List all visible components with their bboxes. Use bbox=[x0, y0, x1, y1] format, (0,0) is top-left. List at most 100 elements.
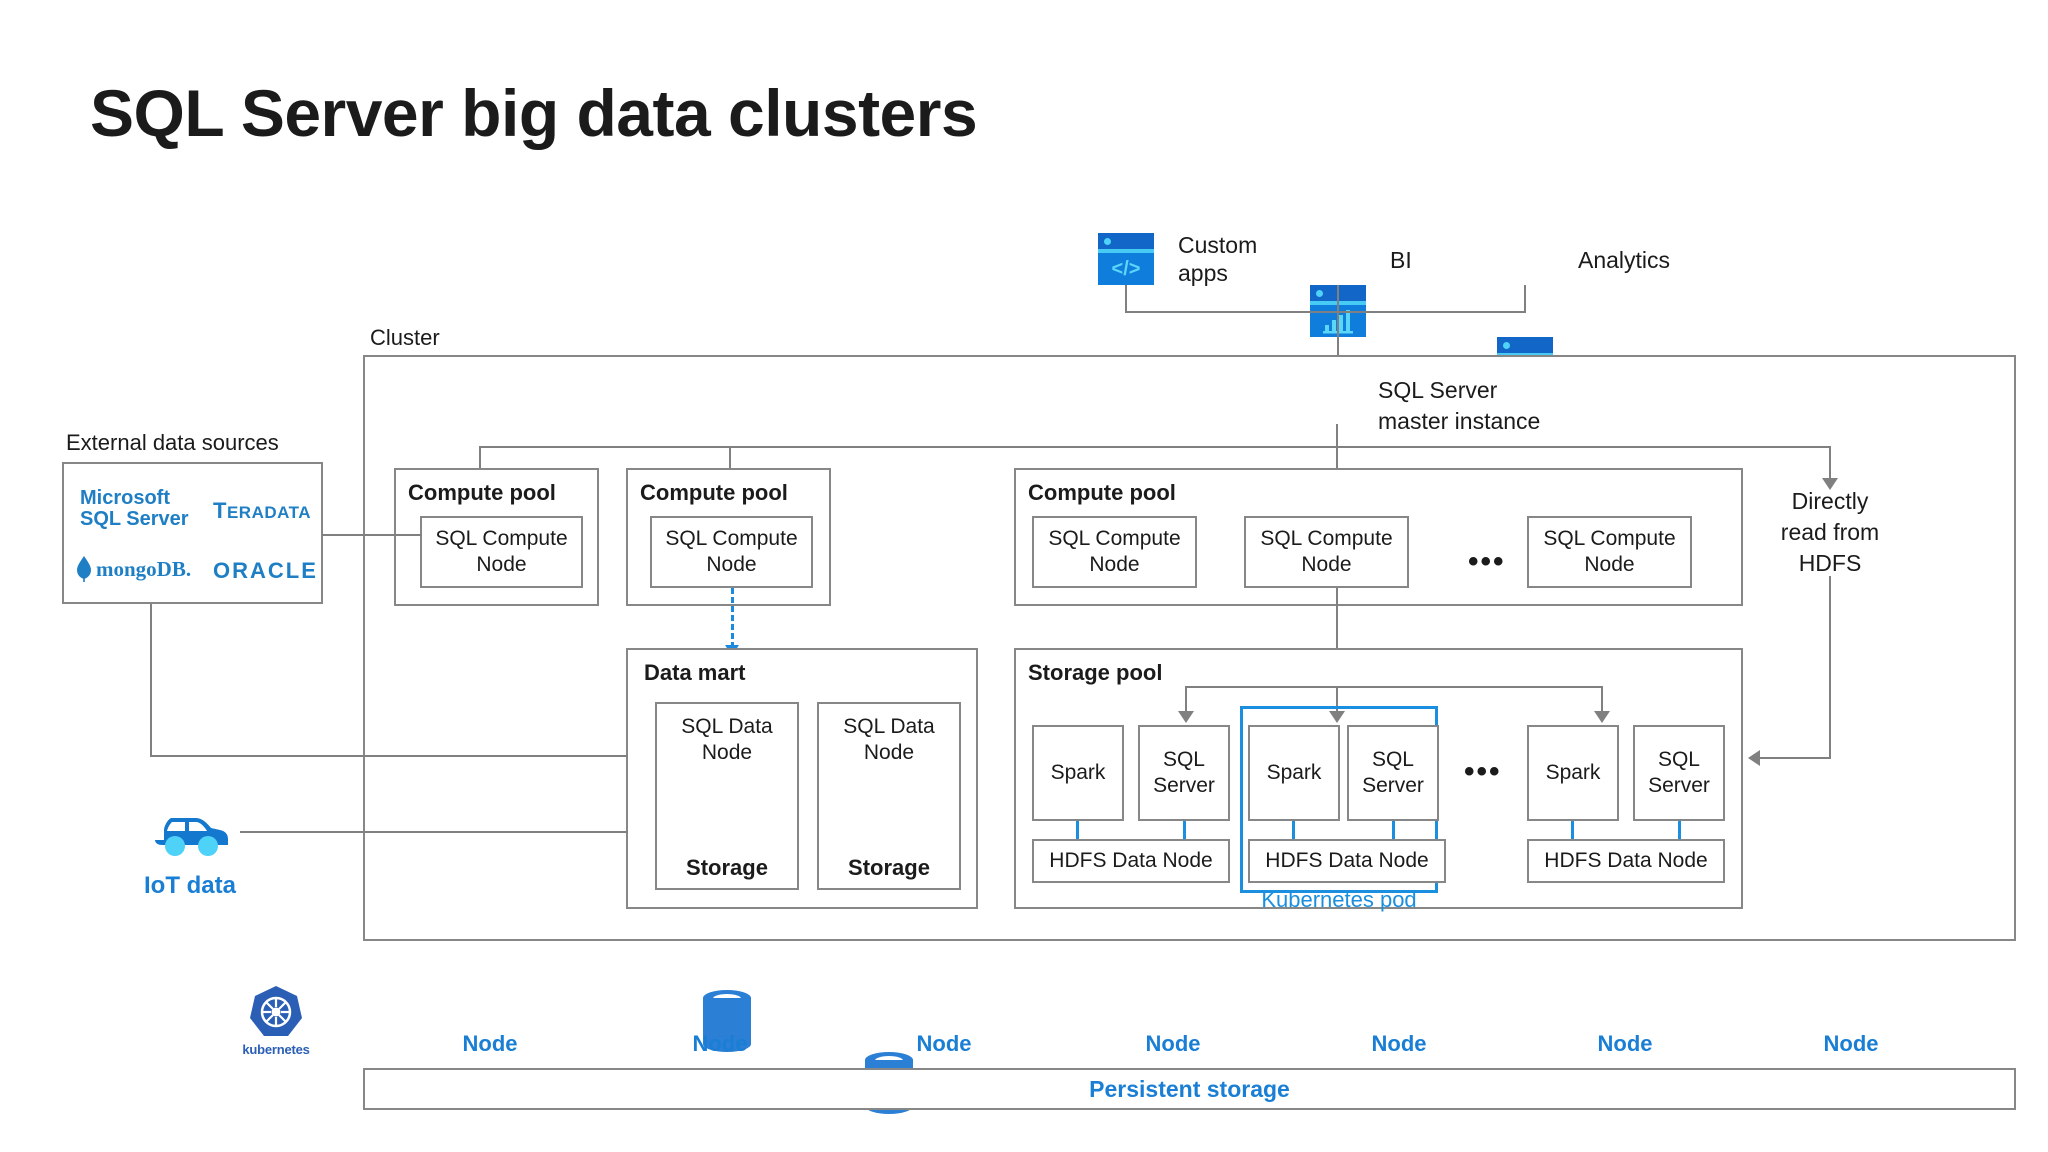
connector-spark1-hdfs1 bbox=[1076, 821, 1079, 840]
oracle-logo: ORACLE bbox=[213, 558, 318, 583]
compute-pool-1-label: Compute pool bbox=[408, 480, 556, 505]
hdfs-data-node-3[interactable]: HDFS Data Node bbox=[1527, 839, 1725, 883]
sql-data-node-2-label: SQL Data Node bbox=[817, 714, 961, 767]
compute-pool-3-node-1-label: SQL Compute Node bbox=[1048, 526, 1181, 576]
compute-pool-3-node-1[interactable]: SQL Compute Node bbox=[1032, 516, 1197, 588]
master-instance-line1: SQL Server bbox=[1378, 377, 1498, 403]
arrow-direct-read-to-storage bbox=[1748, 750, 1760, 766]
infra-node-label-3: Node bbox=[916, 1031, 972, 1056]
infra-node-label-4: Node bbox=[1145, 1031, 1201, 1056]
cluster-label: Cluster bbox=[370, 325, 440, 350]
compute-pool-3-node-3[interactable]: SQL Compute Node bbox=[1527, 516, 1692, 588]
connector-spark2-hdfs2 bbox=[1292, 821, 1295, 840]
external-data-sources[interactable] bbox=[62, 462, 323, 604]
connector-compute2-to-datamart bbox=[731, 588, 734, 648]
arrow-direct-read bbox=[1822, 478, 1838, 490]
bus-branch-compute-pool-3 bbox=[1336, 446, 1338, 482]
master-distribution-bus bbox=[479, 446, 1830, 448]
persistent-storage-label: Persistent storage bbox=[1089, 1075, 1290, 1102]
sql-server-node-3-label: SQL Server bbox=[1648, 747, 1710, 800]
hdfs-data-node-3-label: HDFS Data Node bbox=[1544, 848, 1708, 872]
storage-pool-bus bbox=[1185, 686, 1603, 688]
storage-bus-branch-3 bbox=[1601, 686, 1603, 714]
mongodb-leaf-icon bbox=[77, 556, 91, 582]
direct-read-line1: Directly bbox=[1791, 488, 1869, 514]
connector-bus-to-master bbox=[1337, 311, 1339, 366]
connector-direct-read-left bbox=[1760, 757, 1831, 759]
connector-direct-read-down bbox=[1829, 576, 1831, 758]
iot-data-label: IoT data bbox=[143, 872, 236, 899]
connector-iot-to-datamart bbox=[240, 831, 628, 833]
sql-server-node-3-line1: SQL bbox=[1657, 747, 1700, 771]
page-title: SQL Server big data clusters bbox=[90, 76, 978, 150]
sql-server-node-2-label: SQL Server bbox=[1362, 747, 1424, 800]
teradata-logo-initial: T bbox=[213, 498, 227, 523]
sql-server-node-2[interactable]: SQL Server bbox=[1347, 725, 1439, 821]
spark-node-2[interactable]: Spark bbox=[1248, 725, 1340, 821]
sql-server-node-3[interactable]: SQL Server bbox=[1633, 725, 1725, 821]
persistent-storage-bar[interactable]: Persistent storage bbox=[363, 1068, 2016, 1110]
compute-pool-3-node-3-label: SQL Compute Node bbox=[1543, 526, 1676, 576]
code-icon-glyph: </> bbox=[1111, 257, 1141, 280]
microsoft-sql-server-logo: Microsoft SQL Server bbox=[80, 488, 189, 530]
infra-node-label-5: Node bbox=[1371, 1031, 1427, 1056]
sql-data-node-1[interactable] bbox=[655, 702, 799, 890]
connector-spark3-hdfs3 bbox=[1571, 821, 1574, 840]
storage-cylinder-icon-1 bbox=[703, 990, 751, 1052]
connector-sqlserver1-hdfs1 bbox=[1183, 821, 1186, 840]
compute-pool-2-label: Compute pool bbox=[640, 480, 788, 505]
sql-server-node-1-line1: SQL bbox=[1162, 747, 1205, 771]
storage-bus-branch-2 bbox=[1336, 686, 1338, 714]
spark-node-1[interactable]: Spark bbox=[1032, 725, 1124, 821]
storage-pool-label: Storage pool bbox=[1028, 660, 1163, 685]
storage-pool-ellipsis: ••• bbox=[1464, 755, 1502, 788]
connector-bi-down bbox=[1337, 285, 1339, 313]
connector-sqlserver2-hdfs2 bbox=[1392, 821, 1395, 840]
consumer-label-custom-apps: Custom apps bbox=[1178, 232, 1258, 286]
compute-pool-2-node-label: SQL Compute Node bbox=[665, 526, 798, 576]
kubernetes-label: kubernetes bbox=[242, 1042, 310, 1057]
kubernetes-logo bbox=[248, 984, 304, 1045]
connector-external-down bbox=[150, 604, 152, 757]
arrow-storage-group-1 bbox=[1178, 711, 1194, 723]
code-icon: </> bbox=[1098, 233, 1154, 285]
microsoft-sql-server-logo-line1: Microsoft bbox=[80, 487, 170, 509]
infra-node-label-6: Node bbox=[1597, 1031, 1653, 1056]
teradata-logo-rest: ERADATA bbox=[226, 503, 312, 522]
compute-pool-1-node-label: SQL Compute Node bbox=[435, 526, 568, 576]
bus-branch-compute-pool-2 bbox=[729, 446, 731, 482]
hdfs-data-node-2[interactable]: HDFS Data Node bbox=[1248, 839, 1446, 883]
sql-server-node-1[interactable]: SQL Server bbox=[1138, 725, 1230, 821]
connector-consumers-bus bbox=[1125, 311, 1526, 313]
spark-node-3-label: Spark bbox=[1545, 760, 1601, 784]
compute-pool-1-node[interactable]: SQL Compute Node bbox=[420, 516, 583, 588]
hdfs-data-node-1[interactable]: HDFS Data Node bbox=[1032, 839, 1230, 883]
connector-external-to-compute1 bbox=[322, 534, 422, 536]
connector-compute3-to-storagepool bbox=[1336, 588, 1338, 688]
infra-node-label-1: Node bbox=[462, 1031, 518, 1056]
compute-pool-2-node[interactable]: SQL Compute Node bbox=[650, 516, 813, 588]
arrow-storage-group-2 bbox=[1329, 711, 1345, 723]
hdfs-data-node-2-label: HDFS Data Node bbox=[1265, 848, 1429, 872]
bus-branch-direct-read bbox=[1829, 446, 1831, 482]
master-instance-line2: master instance bbox=[1378, 408, 1541, 435]
connector-sqlserver3-hdfs3 bbox=[1678, 821, 1681, 840]
spark-node-1-label: Spark bbox=[1050, 760, 1106, 784]
master-instance-label: SQL Server master instance bbox=[1378, 375, 1540, 437]
sql-data-node-2-line2: Node bbox=[863, 741, 915, 765]
microsoft-sql-server-logo-line2: SQL Server bbox=[80, 508, 189, 530]
sql-data-node-2[interactable] bbox=[817, 702, 961, 890]
spark-node-3[interactable]: Spark bbox=[1527, 725, 1619, 821]
spark-node-2-label: Spark bbox=[1266, 760, 1322, 784]
direct-read-line2: read from bbox=[1780, 519, 1880, 546]
data-mart-label: Data mart bbox=[644, 660, 746, 685]
sql-server-node-1-label: SQL Server bbox=[1153, 747, 1215, 800]
sql-data-node-1-line1: SQL Data bbox=[681, 715, 773, 738]
sql-server-node-2-line2: Server bbox=[1362, 774, 1424, 797]
infra-node-label-7: Node bbox=[1823, 1031, 1879, 1056]
sql-server-node-3-line2: Server bbox=[1648, 774, 1710, 797]
compute-pool-3-node-2[interactable]: SQL Compute Node bbox=[1244, 516, 1409, 588]
hdfs-data-node-1-label: HDFS Data Node bbox=[1049, 848, 1213, 872]
connector-external-to-datamart bbox=[150, 755, 628, 757]
